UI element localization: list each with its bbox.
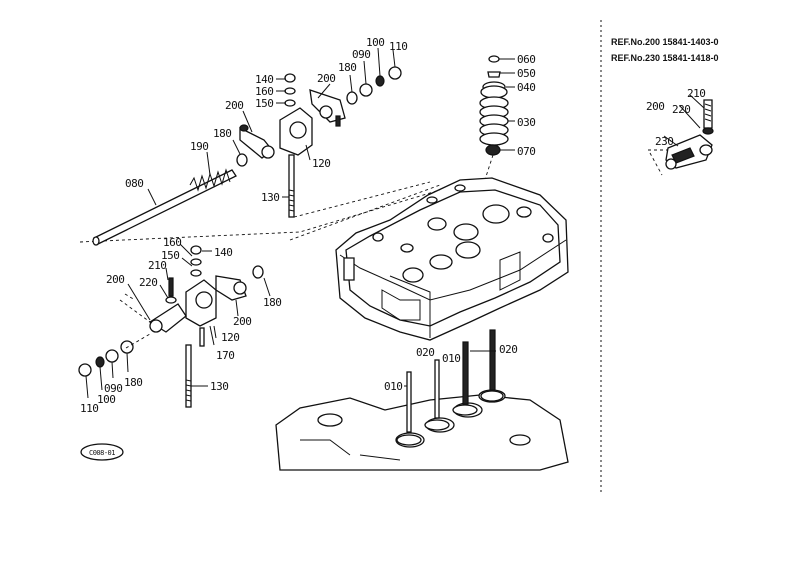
label-valve-020-a: 020 [416,346,434,359]
label-lower-200-a: 200 [106,273,124,286]
label-lower-180-a: 180 [263,296,281,309]
label-upper-180-b: 180 [213,127,231,140]
label-upper-160: 160 [255,85,273,98]
label-upper-200-b: 200 [225,99,243,112]
ref-note-230: REF.No.230 15841-1418-0 [611,53,719,63]
label-040: 040 [517,81,535,94]
label-upper-180-a: 180 [338,61,356,74]
label-lower-140: 140 [214,246,232,259]
label-inset-220: 220 [672,103,690,116]
label-070: 070 [517,145,535,158]
label-upper-140: 140 [255,73,273,86]
cylinder-head [335,177,569,341]
label-050: 050 [517,67,535,80]
label-lower-160: 160 [163,236,181,249]
label-upper-080: 080 [125,177,143,190]
label-lower-120: 120 [221,331,239,344]
label-inset-210: 210 [687,87,705,100]
upper-rocker-assembly [92,47,431,246]
label-upper-110: 110 [389,40,407,53]
lower-rocker-assembly [78,243,271,408]
label-lower-210: 210 [148,259,166,272]
cylinder-block [275,389,569,471]
label-upper-090: 090 [352,48,370,61]
valves [396,329,504,446]
label-upper-120: 120 [312,157,330,170]
label-lower-150: 150 [161,249,179,262]
label-lower-100: 100 [97,393,115,406]
code-tag: C008-01 [80,443,124,461]
label-valve-010-b: 010 [384,380,402,393]
label-lower-130: 130 [210,380,228,393]
label-lower-200-b: 200 [233,315,251,328]
label-inset-230: 230 [655,135,673,148]
valve-spring-stack [479,55,515,196]
label-valve-020-b: 020 [499,343,517,356]
label-lower-170: 170 [216,349,234,362]
ref-note-200: REF.No.200 15841-1403-0 [611,37,719,47]
label-inset-200: 200 [646,100,664,113]
label-lower-220: 220 [139,276,157,289]
label-upper-190: 190 [190,140,208,153]
label-upper-200-a: 200 [317,72,335,85]
label-lower-090: 090 [104,382,122,395]
label-030: 030 [517,116,535,129]
inset-rocker-assembly [648,94,714,176]
label-lower-180-b: 180 [124,376,142,389]
label-upper-100: 100 [366,36,384,49]
label-lower-110: 110 [80,402,98,415]
svg-text:C008-01: C008-01 [89,449,115,457]
label-valve-010-a: 010 [442,352,460,365]
label-060: 060 [517,53,535,66]
label-upper-150: 150 [255,97,273,110]
label-upper-130: 130 [261,191,279,204]
